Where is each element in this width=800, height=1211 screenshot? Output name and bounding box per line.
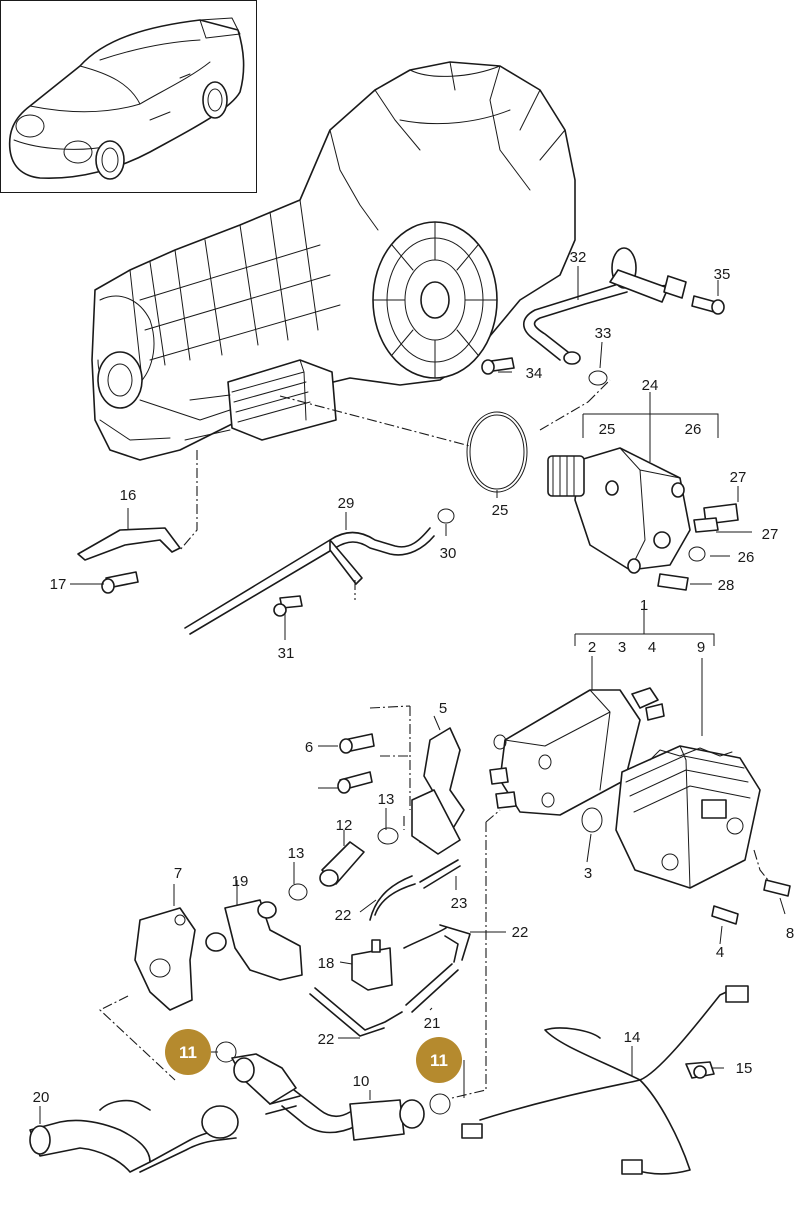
callout-2: 2 [588,639,596,656]
callout-24: 24 [642,377,659,394]
transmission-assembly [91,61,576,461]
callout-4-bolt: 4 [716,944,724,961]
callout-13-lower: 13 [288,845,305,862]
callout-3-header: 3 [618,639,626,656]
callout-35: 35 [714,266,731,283]
callout-26-header: 26 [685,421,702,438]
callout-7: 7 [174,865,182,882]
callout-27-lower: 27 [762,526,779,543]
callout-11-right: 11 [430,1051,448,1070]
callout-10: 10 [353,1073,370,1090]
callout-16: 16 [120,487,137,504]
callout-13-upper: 13 [378,791,395,808]
callout-3: 3 [584,865,592,882]
callout-20: 20 [33,1089,50,1106]
vehicle-thumbnail [0,0,257,193]
hose-and-wiring [29,985,749,1175]
callout-32: 32 [570,249,587,266]
callout-5: 5 [439,700,447,717]
callout-labels: 1 2 3 4 9 3 4 5 6 7 8 10 12 13 13 14 15 … [33,249,795,1106]
callout-30: 30 [440,545,457,562]
pipe-32-group [481,247,725,386]
callout-15: 15 [736,1060,753,1077]
callout-25-header: 25 [599,421,616,438]
callout-1: 1 [640,597,648,614]
callout-29: 29 [338,495,355,512]
callout-23: 23 [451,895,468,912]
callout-31: 31 [278,645,295,662]
highlight-callout-11-right[interactable]: 11 [416,1037,462,1083]
callout-33: 33 [595,325,612,342]
callout-19: 19 [232,873,249,890]
pump-24-group [466,411,739,591]
callout-4-header: 4 [648,639,656,656]
callout-22-lower: 22 [318,1031,335,1048]
callout-9: 9 [697,639,705,656]
callout-14: 14 [624,1029,641,1046]
callout-34: 34 [526,365,543,382]
callout-21: 21 [424,1015,441,1032]
callout-18: 18 [318,955,335,972]
callout-12: 12 [336,817,353,834]
highlight-callout-11-left[interactable]: 11 [165,1029,211,1075]
callout-22-upper: 22 [335,907,352,924]
callout-27-upper: 27 [730,469,747,486]
small-parts-cluster [134,727,471,1037]
leader-lines [39,266,786,1124]
pipe-29-group [77,508,455,635]
callout-25: 25 [492,502,509,519]
callout-26: 26 [738,549,755,566]
dashed-connectors [99,379,769,1099]
oil-cooler-module [489,687,791,925]
callout-6: 6 [305,739,313,756]
callout-17: 17 [50,576,67,593]
callout-28: 28 [718,577,735,594]
callout-8: 8 [786,925,794,942]
callout-22-right: 22 [512,924,529,941]
callout-11-left: 11 [179,1043,197,1062]
